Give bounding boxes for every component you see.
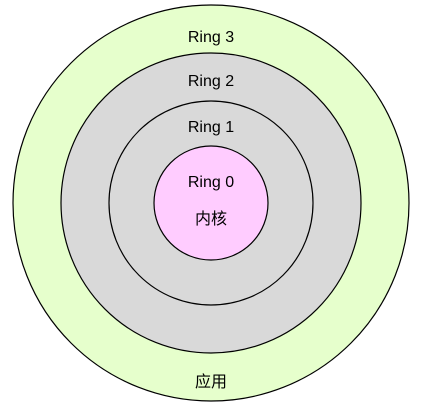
ring-0-label: Ring 0 <box>188 174 234 191</box>
ring-1-label: Ring 1 <box>188 119 234 136</box>
application-label: 应用 <box>195 372 227 391</box>
ring-2-label: Ring 2 <box>188 73 234 90</box>
ring-0-circle <box>153 145 269 261</box>
ring-3-label: Ring 3 <box>188 29 234 46</box>
kernel-label: 内核 <box>195 210 227 228</box>
